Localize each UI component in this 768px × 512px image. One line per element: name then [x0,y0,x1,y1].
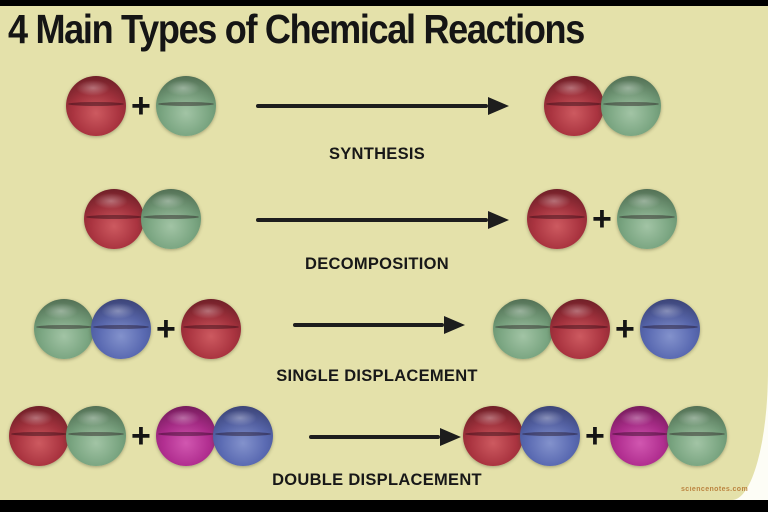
atom-red [66,76,126,136]
atom-green [34,299,94,359]
plus-icon: + [615,310,635,348]
molecule-group [34,299,151,359]
atom-blue [639,299,700,359]
plus-icon: + [131,87,151,125]
atom-green [66,406,126,466]
molecule-group [155,76,216,136]
molecule-group [9,406,126,466]
reaction-label-decomposition: DECOMPOSITION [305,254,449,273]
molecule-group [493,299,610,359]
right-arrow-icon [309,428,461,446]
atom-red [544,76,604,136]
decomposition-reactants [84,189,201,249]
atom-red [550,299,610,359]
single-displacement-reactants: + [34,299,241,359]
atom-red [180,299,241,359]
atom-green [601,76,661,136]
atom-green [141,189,201,249]
atom-blue [91,299,151,359]
right-arrow-icon [293,316,465,334]
molecule-group [616,189,677,249]
right-arrow-icon [256,211,509,229]
atom-red [527,189,587,249]
double-displacement-products: + [463,406,727,466]
atom-green [616,189,677,249]
watermark: sciencenotes.com [681,486,749,493]
atom-magenta [609,406,670,466]
molecule-group [463,406,580,466]
letterbox-bottom [0,500,768,512]
plus-icon: + [131,417,151,455]
reaction-label-single-displacement: SINGLE DISPLACEMENT [276,366,478,385]
molecule-group [155,406,273,466]
reaction-label-double-displacement: DOUBLE DISPLACEMENT [272,470,482,489]
double-displacement-reactants: + [9,406,273,466]
atom-red [9,406,69,466]
molecule-group [180,299,241,359]
right-arrow-icon [256,97,509,115]
plus-icon: + [156,310,176,348]
synthesis-reactants: + [66,76,216,136]
plus-icon: + [592,200,612,238]
decomposition-products: + [527,189,677,249]
molecule-group [639,299,700,359]
molecule-group [544,76,661,136]
atom-green [666,406,727,466]
molecule-group [527,189,587,249]
page-title: 4 Main Types of Chemical Reactions [8,6,585,52]
letterbox-top [0,0,768,6]
molecule-group [66,76,126,136]
plus-icon: + [585,417,605,455]
atom-blue [520,406,580,466]
molecule-group [609,406,727,466]
atom-blue [212,406,273,466]
reaction-label-synthesis: SYNTHESIS [328,144,426,163]
atom-green [493,299,553,359]
synthesis-products [544,76,661,136]
molecule-group [84,189,201,249]
atom-magenta [155,406,216,466]
atom-green [155,76,216,136]
single-displacement-products: + [493,299,700,359]
atom-red [463,406,523,466]
atom-red [84,189,144,249]
